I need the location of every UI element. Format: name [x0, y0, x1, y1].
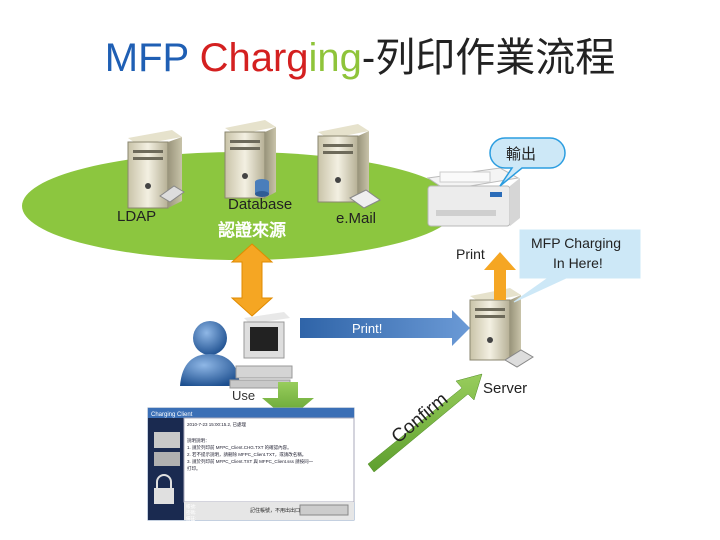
client-log-line: 打印。: [187, 465, 201, 472]
user-down-arrow: [262, 382, 314, 420]
computer-icon: [229, 312, 293, 389]
mfp-charging-callout: [513, 229, 641, 303]
user-label: Use: [232, 388, 256, 403]
auth-source-label: 認證來源: [218, 221, 286, 241]
page-title: MFP Charging-列印作業流程: [0, 38, 720, 78]
title-part-process: -列印作業流程: [361, 36, 616, 80]
print-small-label: Print: [456, 246, 485, 262]
output-callout: [489, 137, 566, 187]
confirm-label: Confirm: [388, 389, 452, 448]
database-server-icon: [224, 120, 276, 199]
print-arrow: [300, 310, 470, 346]
client-log-line: 說明說明：: [187, 437, 210, 444]
client-log-line: 2010-7-23 15:00:15.2, 已處理: [187, 421, 247, 428]
client-log-line: 1. 請於列印前 MFPC_Client.CHG.TXT 的確認內容。: [187, 444, 292, 451]
output-label: 輸出: [506, 145, 537, 163]
ldap-label: LDAP: [117, 208, 157, 225]
confirm-arrow: [367, 373, 483, 473]
print-arrow-label: Print!: [352, 321, 383, 336]
printer-icon: [426, 167, 520, 227]
title-part-charg: Charg: [199, 36, 309, 80]
client-window-title: Charging Client: [151, 412, 193, 418]
client-footer-field: 帳號:: [186, 503, 196, 510]
client-footer-field: 備註:: [186, 515, 196, 522]
print-server-icon: [469, 288, 534, 368]
charging-client-window: [147, 407, 355, 521]
client-log-line: 2. 若不提示說明，請刪除 MFPC_Client.TXT，或請改名稱。: [187, 451, 306, 458]
title-part-mfp: MFP: [104, 36, 200, 80]
title-part-ing: ing: [308, 36, 362, 80]
client-footer-field: 密碼:: [186, 509, 196, 516]
client-footer-option: 記住帳號，不用出出口: [250, 507, 300, 514]
email-server-icon: [317, 124, 381, 209]
mfp-callout-line2: In Here!: [553, 255, 603, 271]
server-label: Server: [483, 380, 528, 397]
database-label: Database: [228, 196, 293, 213]
ldap-server-icon: [127, 130, 185, 209]
print-up-arrow: [484, 252, 516, 300]
client-log-line: 3. 請於列印前 MFPC_Client.TXT 與 MFPC_Client.s…: [187, 458, 314, 465]
auth-double-arrow: [230, 243, 274, 317]
mfp-callout-line1: MFP Charging: [531, 235, 622, 251]
user-icon: [180, 321, 240, 386]
email-label: e.Mail: [336, 210, 377, 227]
